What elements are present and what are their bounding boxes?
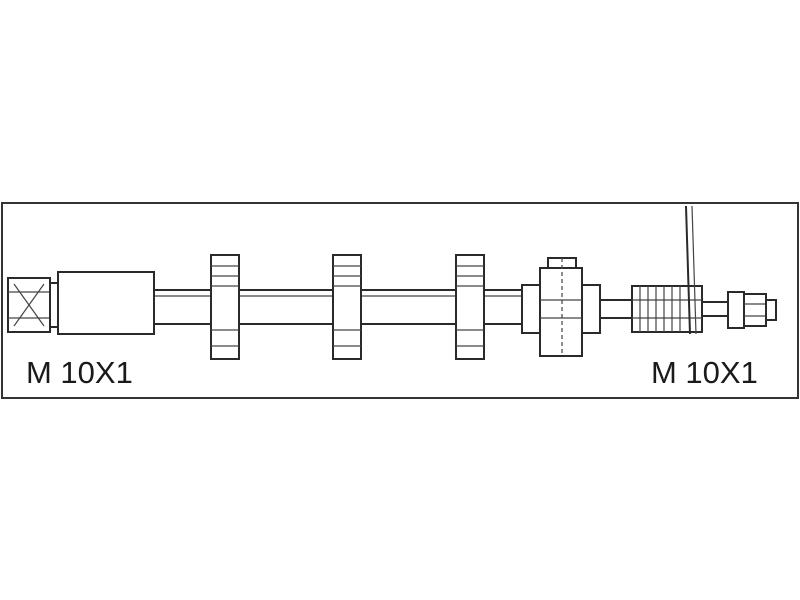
right-fitting-nut: [702, 291, 777, 329]
hose-clip: [210, 254, 240, 360]
right-threaded-section: [600, 285, 703, 333]
retaining-clip: [685, 205, 697, 335]
hose-clip: [332, 254, 362, 360]
hose-clip: [455, 254, 485, 360]
left-hex-fitting: [7, 277, 51, 333]
left-crimp-sleeve: [57, 271, 155, 335]
brake-hose-drawing: [7, 205, 777, 360]
left-thread-label: M 10X1: [26, 355, 133, 390]
mounting-bracket: [521, 257, 601, 357]
left-ferrule: [49, 282, 59, 328]
right-thread-label: M 10X1: [651, 355, 758, 390]
